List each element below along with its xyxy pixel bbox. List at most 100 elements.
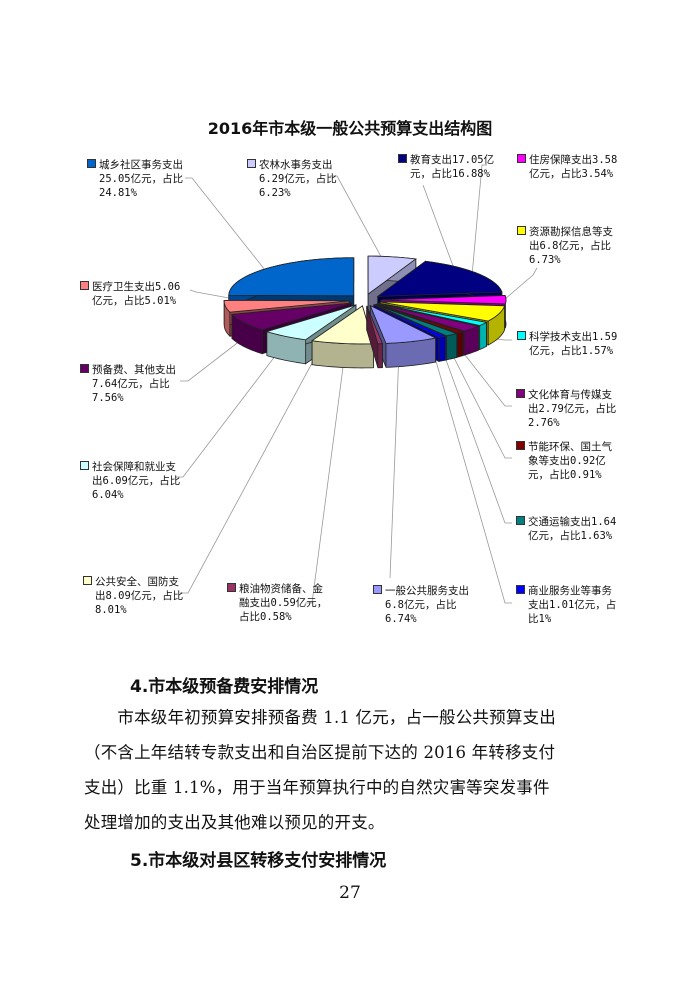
data-label-line: 农林水事务支出 (247, 158, 337, 172)
data-label-line: 一般公共服务支出 (373, 584, 469, 598)
data-label-text: 粮油物资储备、金 (239, 583, 323, 595)
data-label-line: 节能环保、国土气 (516, 440, 612, 454)
data-label-text: 亿元，占比5.01% (92, 295, 177, 307)
data-label-text: 元，占比16.88% (410, 168, 490, 180)
data-label-text: 出6.8亿元，占比 (529, 240, 611, 252)
data-label-line: 粮油物资储备、金 (227, 582, 327, 596)
data-label-text: 商业服务业等事务 (528, 585, 612, 597)
data-label-line: 占比0.58% (227, 610, 327, 624)
data-label-text: 6.29亿元，占比 (259, 173, 337, 185)
data-label-line: 出6.8亿元，占比 (517, 239, 613, 253)
data-label: 文化体育与传媒支出2.79亿元，占比 2.76% (516, 388, 616, 430)
data-label-text: 6.73% (529, 254, 561, 266)
data-label-line: 出6.09亿元，占比 (80, 474, 180, 488)
legend-swatch (80, 461, 89, 470)
data-label-line: 比1% (516, 612, 616, 626)
data-label: 医疗卫生支出5.06 亿元，占比5.01% (80, 280, 180, 308)
data-label-line: 亿元，占比5.01% (80, 294, 180, 308)
legend-swatch (80, 364, 89, 373)
data-label-text: 6.04% (92, 489, 124, 501)
data-label-text: 支出1.01亿元，占 (528, 599, 617, 611)
data-label-text: 融支出0.59亿元， (239, 597, 328, 609)
data-label-text: 医疗卫生支出5.06 (92, 281, 181, 293)
legend-swatch (517, 226, 526, 235)
data-label-line: 预备费、其他支出 (80, 363, 176, 377)
data-label-text: 交通运输支出1.64 (528, 516, 617, 528)
data-label-line: 城乡社区事务支出 (87, 158, 183, 172)
legend-swatch (516, 441, 525, 450)
data-label-line: 6.8亿元，占比 (373, 598, 469, 612)
legend-swatch (516, 516, 525, 525)
data-label-line: 元，占比16.88% (398, 167, 494, 181)
chart-title: 2016年市本级一般公共预算支出结构图 (207, 119, 493, 138)
data-label-line: 6.74% (373, 612, 469, 626)
data-label: 交通运输支出1.64 亿元，占比1.63% (516, 515, 616, 543)
data-label-text: 社会保障和就业支 (92, 461, 176, 473)
legend-swatch (87, 159, 96, 168)
leader-line (440, 345, 512, 524)
legend-swatch (83, 576, 92, 585)
leader-line (180, 336, 246, 382)
data-label-line: 象等支出0.92亿 (516, 454, 612, 468)
data-label-text: 出2.79亿元，占比 (528, 403, 617, 415)
data-label-text: 25.05亿元，占比 (99, 173, 184, 185)
data-label-text: 亿元，占比1.63% (528, 530, 613, 542)
section-heading-4: 4.市本级预备费安排情况 (130, 677, 319, 697)
paragraph-line: （不含上年结转专款支出和自治区提前下达的 2016 年转移支付 (84, 743, 556, 762)
data-label: 教育支出17.05亿元，占比16.88% (398, 153, 494, 181)
data-label-text: 文化体育与传媒支 (528, 389, 612, 401)
leader-line (431, 346, 512, 604)
data-label-text: 一般公共服务支出 (385, 585, 469, 597)
data-label-line: 支出1.01亿元，占 (516, 598, 616, 612)
data-label: 粮油物资储备、金融支出0.59亿元，占比0.58% (227, 582, 327, 624)
data-label-text: 出6.09亿元，占比 (92, 475, 181, 487)
legend-swatch (517, 154, 526, 163)
data-label-text: 24.81% (99, 187, 137, 199)
data-label-line: 6.29亿元，占比 (247, 172, 337, 186)
data-label-text: 教育支出17.05亿 (410, 154, 495, 166)
data-label-text: 科学技术支出1.59 (529, 331, 618, 343)
data-label: 一般公共服务支出 6.8亿元，占比 6.74% (373, 584, 469, 626)
leader-line (175, 346, 283, 478)
data-label-text: 6.74% (385, 613, 417, 625)
paragraph-line: 处理增加的支出及其他难以预见的开支。 (84, 813, 385, 832)
leader-line (305, 351, 346, 604)
data-label-text: 预备费、其他支出 (92, 364, 176, 376)
legend-swatch (80, 281, 89, 290)
data-label-line: 亿元，占比1.63% (516, 529, 616, 543)
leader-line (447, 345, 512, 459)
data-label-text: 8.01% (95, 604, 127, 616)
data-label-line: 7.64亿元，占比 (80, 377, 176, 391)
data-label-line: 公共安全、国防支 (83, 575, 183, 589)
data-label-line: 出8.09亿元，占比 (83, 589, 183, 603)
page-number: 27 (339, 883, 361, 903)
data-label-line: 社会保障和就业支 (80, 460, 180, 474)
data-label-text: 6.23% (259, 187, 291, 199)
pie-slice (369, 304, 437, 368)
data-label-line: 6.73% (517, 253, 613, 267)
data-label-text: 6.8亿元，占比 (385, 599, 457, 611)
data-label-text: 亿元，占比1.57% (529, 345, 614, 357)
data-label-line: 融支出0.59亿元， (227, 596, 327, 610)
data-label-line: 资源勘探信息等支 (517, 225, 613, 239)
leader-line (469, 164, 487, 299)
data-label-text: 公共安全、国防支 (95, 576, 179, 588)
legend-swatch (516, 585, 525, 594)
paragraph-line: 市本级年初预算安排预备费 1.1 亿元，占一般公共预算支出 (84, 708, 556, 727)
data-label-line: 6.04% (80, 488, 180, 502)
leader-line (185, 177, 266, 271)
data-label-line: 7.56% (80, 391, 176, 405)
data-label-line: 商业服务业等事务 (516, 584, 616, 598)
data-label-line: 2.76% (516, 416, 616, 430)
data-label-line: 教育支出17.05亿 (398, 153, 494, 167)
data-label-text: 资源勘探信息等支 (529, 226, 613, 238)
pie-slice (311, 305, 375, 369)
leader-line (330, 175, 385, 263)
data-label-line: 元，占比0.91% (516, 468, 612, 482)
data-label-text: 2.76% (528, 417, 560, 429)
data-label-line: 医疗卫生支出5.06 (80, 280, 180, 294)
data-label-line: 出2.79亿元，占比 (516, 402, 616, 416)
